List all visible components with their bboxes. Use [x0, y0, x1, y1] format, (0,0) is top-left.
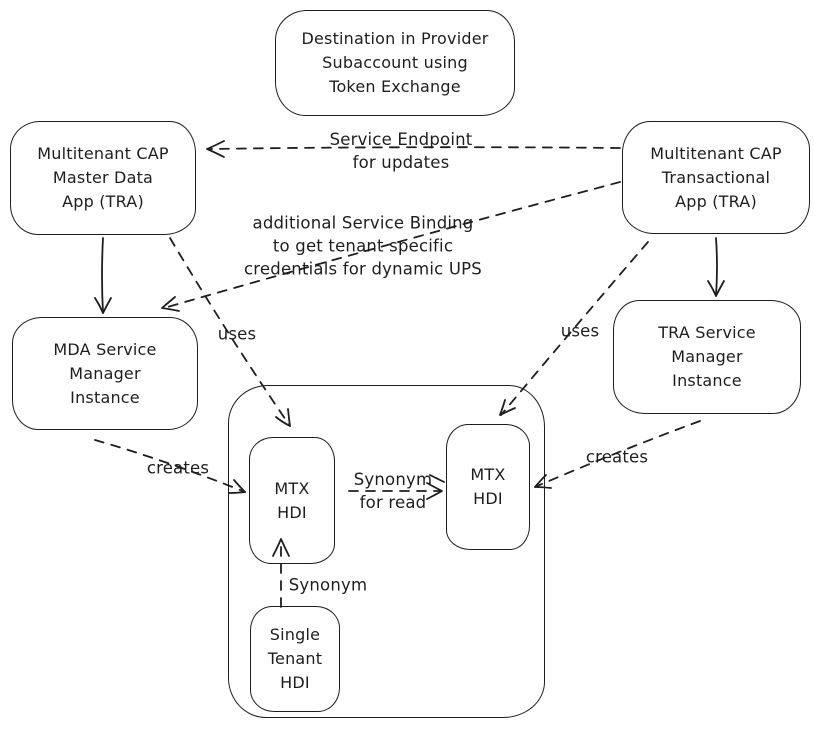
node-multitenant-cap-transactional-app: Multitenant CAP Transactional App (TRA) [622, 121, 810, 234]
node-mtx-hdi-right-label: MTX HDI [470, 465, 506, 508]
edge-mda-to-sm [94, 237, 112, 314]
node-mda-service-manager-instance: MDA Service Manager Instance [12, 317, 198, 430]
edge-label-uses-right: uses [560, 321, 600, 341]
edge-tra-to-sm [707, 237, 725, 297]
node-mtx-hdi-left-label: MTX HDI [274, 478, 310, 522]
node-tra-service-manager-instance: TRA Service Manager Instance [613, 300, 801, 414]
edge-label-synonym-for-read: Synonym for read [353, 469, 433, 512]
edge-label-additional-service-binding: additional Service Binding to get tenant… [244, 213, 482, 279]
node-multitenant-cap-master-data-app: Multitenant CAP Master Data App (TRA) [10, 121, 196, 235]
edge-label-uses-left: uses [217, 324, 257, 344]
node-mtx-hdi-right: MTX HDI [446, 424, 530, 550]
node-tra-app-label: Multitenant CAP Transactional App (TRA) [650, 143, 782, 211]
edge-label-synonym: Synonym [288, 575, 368, 595]
node-destination-in-provider-subaccount: Destination in Provider Subaccount using… [275, 10, 515, 116]
edge-label-service-endpoint: Service Endpoint for updates [329, 129, 473, 172]
node-mda-sm-label: MDA Service Manager Instance [53, 339, 157, 407]
edge-label-creates-right: creates [585, 447, 649, 467]
node-single-tenant-hdi-label: Single Tenant HDI [267, 625, 323, 692]
node-tra-sm-label: TRA Service Manager Instance [658, 323, 756, 390]
edge-label-creates-left: creates [146, 458, 210, 478]
node-mtx-hdi-left: MTX HDI [249, 437, 335, 564]
node-single-tenant-hdi: Single Tenant HDI [250, 606, 340, 712]
node-mda-app-label: Multitenant CAP Master Data App (TRA) [37, 144, 169, 211]
node-destination-label: Destination in Provider Subaccount using… [301, 29, 489, 96]
